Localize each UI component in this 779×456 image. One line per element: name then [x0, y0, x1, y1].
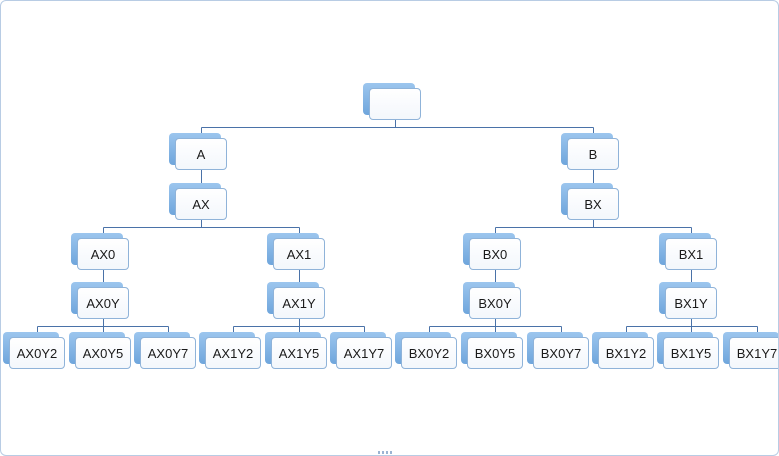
- node-label: BX1Y5: [663, 337, 719, 369]
- node-ax1[interactable]: AX1: [267, 233, 325, 270]
- node-ax0y5[interactable]: AX0Y5: [69, 332, 131, 369]
- node-ax0[interactable]: AX0: [71, 233, 129, 270]
- node-label: BX0Y: [469, 287, 521, 319]
- node-ax0y[interactable]: AX0Y: [71, 282, 129, 319]
- node-label: AX1: [273, 238, 325, 270]
- node-ax1y7[interactable]: AX1Y7: [330, 332, 392, 369]
- resize-grip-icon[interactable]: [378, 451, 394, 454]
- node-ax[interactable]: AX: [169, 183, 227, 220]
- node-label: BX1Y2: [598, 337, 654, 369]
- node-bx1y7[interactable]: BX1Y7: [723, 332, 778, 369]
- node-label: AX1Y2: [205, 337, 261, 369]
- node-label: A: [175, 138, 227, 170]
- node-label: BX0Y5: [467, 337, 523, 369]
- node-label: BX1Y7: [729, 337, 778, 369]
- node-label: AX0Y5: [75, 337, 131, 369]
- node-bx1[interactable]: BX1: [659, 233, 717, 270]
- node-label: BX: [567, 188, 619, 220]
- node-bx0y7[interactable]: BX0Y7: [527, 332, 589, 369]
- node-label: AX1Y: [273, 287, 325, 319]
- node-bx0y2[interactable]: BX0Y2: [395, 332, 457, 369]
- node-b[interactable]: B: [561, 133, 619, 170]
- node-label: [369, 88, 421, 120]
- node-bx1y2[interactable]: BX1Y2: [592, 332, 654, 369]
- node-ax1y5[interactable]: AX1Y5: [265, 332, 327, 369]
- node-ax1y2[interactable]: AX1Y2: [199, 332, 261, 369]
- node-label: AX0Y7: [140, 337, 196, 369]
- node-label: AX1Y5: [271, 337, 327, 369]
- node-label: AX0Y2: [9, 337, 65, 369]
- node-label: BX1: [665, 238, 717, 270]
- node-bx0y5[interactable]: BX0Y5: [461, 332, 523, 369]
- node-ax0y7[interactable]: AX0Y7: [134, 332, 196, 369]
- node-label: AX0: [77, 238, 129, 270]
- node-label: BX0Y7: [533, 337, 589, 369]
- node-label: AX: [175, 188, 227, 220]
- node-bx1y5[interactable]: BX1Y5: [657, 332, 719, 369]
- node-bx0[interactable]: BX0: [463, 233, 521, 270]
- node-label: B: [567, 138, 619, 170]
- node-label: BX0Y2: [401, 337, 457, 369]
- node-bx1y[interactable]: BX1Y: [659, 282, 717, 319]
- node-label: BX0: [469, 238, 521, 270]
- node-ax1y[interactable]: AX1Y: [267, 282, 325, 319]
- node-label: AX1Y7: [336, 337, 392, 369]
- node-label: AX0Y: [77, 287, 129, 319]
- node-root[interactable]: [363, 83, 421, 120]
- node-a[interactable]: A: [169, 133, 227, 170]
- node-bx0y[interactable]: BX0Y: [463, 282, 521, 319]
- node-label: BX1Y: [665, 287, 717, 319]
- node-bx[interactable]: BX: [561, 183, 619, 220]
- node-ax0y2[interactable]: AX0Y2: [3, 332, 65, 369]
